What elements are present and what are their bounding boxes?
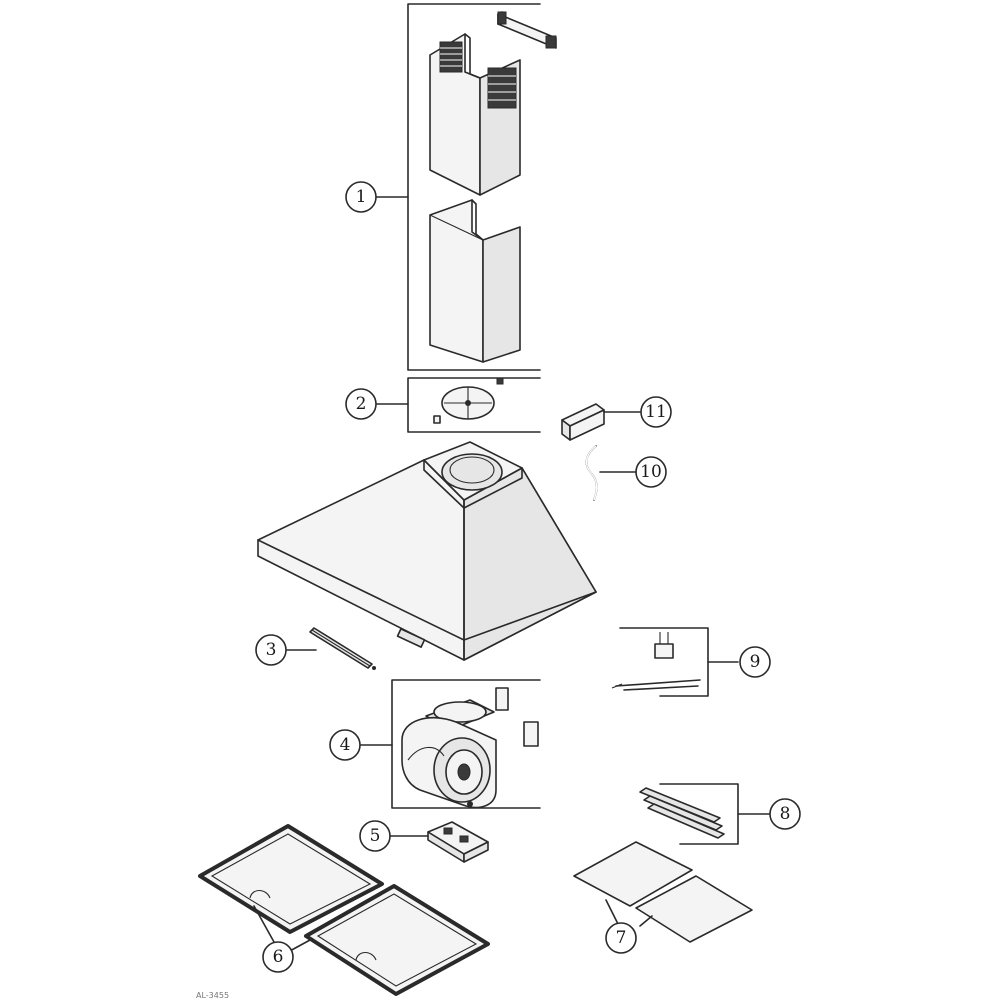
hose xyxy=(585,445,637,501)
callout-11: 11 xyxy=(640,396,672,428)
callout-8: 8 xyxy=(769,798,801,830)
control-board xyxy=(389,821,489,863)
junction-box xyxy=(561,403,641,441)
callout-6: 6 xyxy=(262,941,294,973)
callout-3-label: 3 xyxy=(266,640,277,660)
callout-1: 1 xyxy=(345,181,377,213)
chimney-bracket xyxy=(497,11,557,49)
callout-7: 7 xyxy=(605,922,637,954)
callout-3: 3 xyxy=(255,634,287,666)
callout-1-label: 1 xyxy=(356,187,367,207)
callout-10: 10 xyxy=(635,456,667,488)
footer-code: AL-3455 xyxy=(196,991,229,1000)
callout-10-label: 10 xyxy=(640,462,662,482)
light-rail xyxy=(286,627,376,670)
bracket-1 xyxy=(375,3,541,371)
callout-9-label: 9 xyxy=(750,652,761,672)
charcoal-filters xyxy=(573,841,753,943)
callout-4-label: 4 xyxy=(340,735,351,755)
range-hood-body xyxy=(257,441,597,661)
callout-5-label: 5 xyxy=(370,826,381,846)
callout-2-label: 2 xyxy=(356,394,367,414)
wiring-harness xyxy=(611,627,739,697)
bracket-2 xyxy=(375,377,541,433)
callout-9: 9 xyxy=(739,646,771,678)
chimney-lower-cover xyxy=(429,199,521,363)
callout-2: 2 xyxy=(345,388,377,420)
filter-strips xyxy=(639,783,771,845)
chimney-upper-cover xyxy=(429,33,521,196)
blower-assembly xyxy=(359,679,541,809)
callout-4: 4 xyxy=(329,729,361,761)
callout-8-label: 8 xyxy=(780,804,791,824)
grease-filters xyxy=(198,824,490,996)
mounting-plate xyxy=(433,377,504,424)
callout-11-label: 11 xyxy=(645,402,667,422)
callout-7-label: 7 xyxy=(616,928,627,948)
callout-5: 5 xyxy=(359,820,391,852)
callout-6-label: 6 xyxy=(273,947,284,967)
